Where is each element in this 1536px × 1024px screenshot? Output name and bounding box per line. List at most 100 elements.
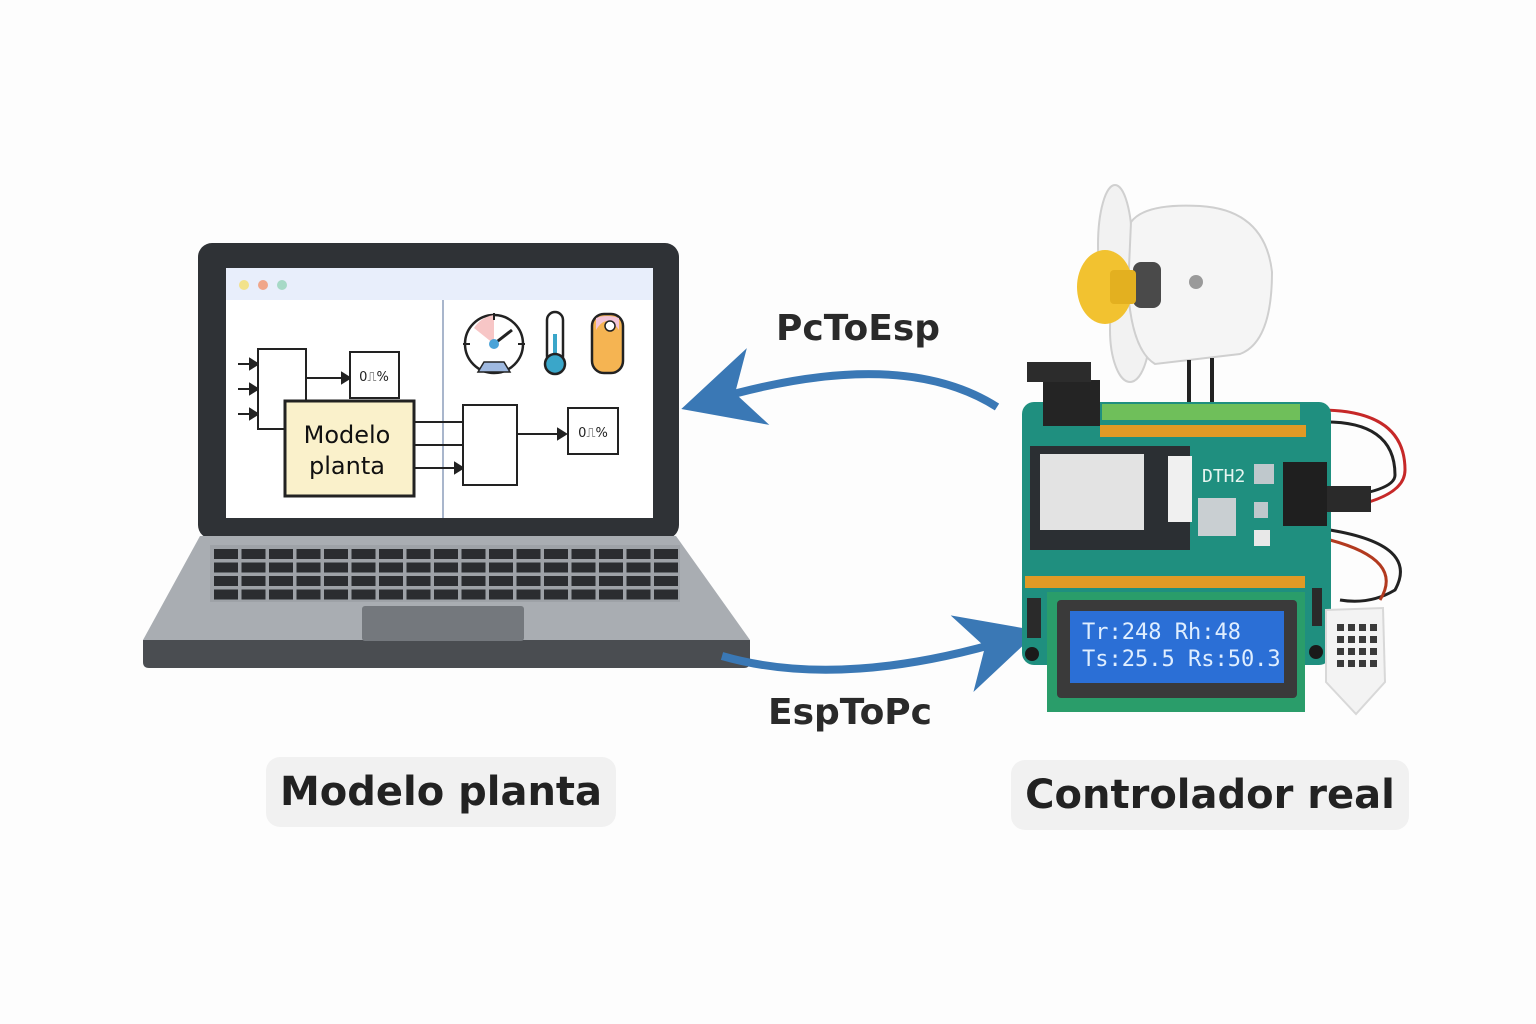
keyboard-key (379, 562, 403, 573)
keyboard-key (461, 589, 486, 600)
scope-label-right: 0⎍% (578, 426, 608, 441)
keyboard-key (296, 576, 321, 586)
keyboard-key (214, 576, 238, 586)
terminal-block (1102, 404, 1300, 420)
keyboard-key (296, 562, 321, 573)
keyboard-key (214, 589, 238, 600)
keyboard-key (571, 576, 596, 586)
keyboard-key (379, 549, 403, 559)
keyboard-key (406, 549, 431, 559)
power-jack-icon (1043, 380, 1100, 426)
gauge-icon (463, 313, 525, 375)
keyboard-key (434, 576, 458, 586)
pc-to-esp-label: PcToEsp (776, 308, 941, 349)
keyboard-key (654, 549, 678, 559)
caption-plant-model: Modelo planta (266, 757, 616, 827)
keyboard-key (324, 589, 348, 600)
keyboard-key (654, 576, 678, 586)
chip-label: DTH2 (1202, 466, 1245, 487)
dht-vent-hole (1370, 648, 1377, 655)
header-bottom (1025, 576, 1305, 588)
window-dot-yellow (239, 280, 249, 290)
keyboard-key (544, 589, 568, 600)
keyboard-key (489, 549, 513, 559)
keyboard-key (489, 562, 513, 573)
keyboard-key (351, 576, 376, 586)
keyboard-key (544, 576, 568, 586)
caption-real-controller-text: Controlador real (1025, 772, 1395, 818)
keyboard-key (269, 562, 293, 573)
keyboard-key (241, 589, 266, 600)
window-dot-orange (258, 280, 268, 290)
keyboard-key (461, 562, 486, 573)
keyboard-key (461, 576, 486, 586)
fan-icon (1077, 184, 1274, 405)
dht-vent-hole (1348, 660, 1355, 667)
dht-vent-hole (1359, 624, 1366, 631)
scope-label-top: 0⎍% (359, 370, 389, 385)
dht-vent-hole (1359, 648, 1366, 655)
keyboard-key (516, 549, 541, 559)
dht-vent-hole (1337, 648, 1344, 655)
keyboard-key (379, 576, 403, 586)
keyboard-key (406, 576, 431, 586)
keyboard-key (434, 589, 458, 600)
keyboard-key (269, 576, 293, 586)
keyboard-key (571, 562, 596, 573)
scope-block-right (567, 407, 619, 455)
controller-board: DTH2 Tr:248 Rh:48 Ts:25.5 Rs:50.3 (1022, 184, 1407, 716)
keyboard-key (626, 562, 651, 573)
keyboard-key (489, 576, 513, 586)
dht-vent-hole (1370, 636, 1377, 643)
keyboard-key (571, 549, 596, 559)
keyboard-key (599, 549, 623, 559)
keyboard-key (516, 589, 541, 600)
dht-vent-hole (1337, 636, 1344, 643)
keyboard-key (599, 589, 623, 600)
lcd-line-1: Tr:248 Rh:48 (1082, 620, 1241, 645)
arrow-esp-to-pc (720, 615, 1039, 693)
dht-vent-hole (1337, 624, 1344, 631)
keyboard-key (489, 589, 513, 600)
keyboard-key (516, 562, 541, 573)
keyboard-key (296, 589, 321, 600)
keyboard-keys (214, 549, 678, 600)
humidity-sensor-icon (590, 312, 625, 375)
plant-model-block (283, 399, 416, 498)
keyboard-key (516, 576, 541, 586)
touchpad (362, 606, 524, 641)
keyboard-key (269, 549, 293, 559)
keyboard-key (324, 576, 348, 586)
window-titlebar (226, 268, 653, 300)
keyboard-key (434, 562, 458, 573)
keyboard-key (571, 589, 596, 600)
output-block (462, 404, 518, 486)
keyboard-key (461, 549, 486, 559)
keyboard-key (351, 549, 376, 559)
keyboard-key (626, 589, 651, 600)
lcd-line-2: Ts:25.5 Rs:50.3 (1082, 647, 1281, 672)
plant-block-label-line2: planta (309, 452, 385, 480)
window-dot-green (277, 280, 287, 290)
keyboard-key (379, 589, 403, 600)
keyboard-key (599, 576, 623, 586)
esp-to-pc-label: EspToPc (768, 692, 933, 733)
dht-sensor-icon (1325, 606, 1387, 716)
keyboard-key (351, 589, 376, 600)
keyboard-key (654, 589, 678, 600)
keyboard-key (406, 589, 431, 600)
keyboard-key (241, 576, 266, 586)
keyboard-key (599, 562, 623, 573)
scope-block-top (349, 351, 400, 399)
plant-block-label-line1: Modelo (304, 421, 391, 449)
keyboard-key (351, 562, 376, 573)
keyboard-key (654, 562, 678, 573)
dht-vent-hole (1348, 636, 1355, 643)
header-top (1100, 425, 1306, 437)
keyboard-key (324, 562, 348, 573)
keyboard-key (434, 549, 458, 559)
dht-vent-hole (1370, 624, 1377, 631)
keyboard-key (324, 549, 348, 559)
keyboard-key (544, 562, 568, 573)
